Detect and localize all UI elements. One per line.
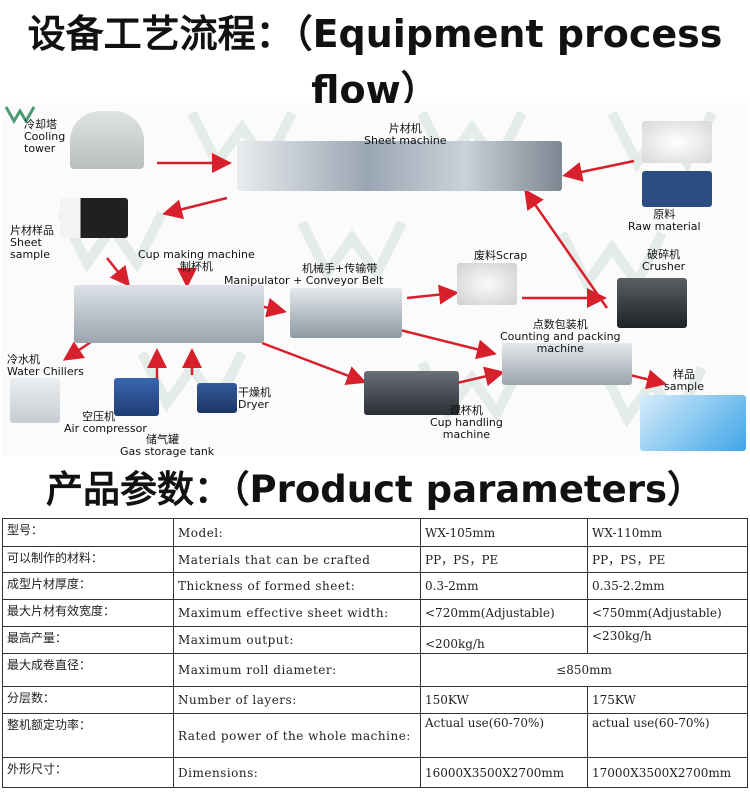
param-label-cn: 成型片材厚度： [2,572,174,600]
crusher-image [617,278,687,328]
sheet-sample-image [60,198,128,238]
title-line-1: 设备工艺流程：（Equipment process [27,12,723,56]
page-title: 设备工艺流程：（Equipment process flow） [0,6,750,118]
water-chiller-image [10,378,60,423]
param-value-a: Actual use(60-70%) [420,713,588,758]
param-label-en: Number of layers: [173,686,421,714]
param-value-a: 16000X3500X2700mm [420,757,588,788]
param-label-en: Maximum effective sheet width: [173,599,421,627]
param-value-a: PP，PS，PE [420,546,588,573]
label-water-chillers: 冷水机 Water Chillers [7,353,84,378]
param-value-a: <720mm(Adjustable) [420,599,588,627]
process-flow-diagram: 冷却塔 Cooling tower 片材机 Sheet machine 原料 R… [2,103,748,458]
sample-image [640,395,746,451]
table-row: 整机额定功率：Rated power of the whole machine:… [2,713,748,758]
param-value-a: 0.3-2mm [420,572,588,600]
param-label-cn: 分层数： [2,686,174,714]
label-cup-making: Cup making machine 制杯机 [138,248,255,273]
label-dryer: 干燥机 Dryer [238,386,271,411]
cup-making-machine-image [74,285,264,343]
cooling-tower-image [70,111,144,169]
param-value-a: 150KW [420,686,588,714]
param-label-en: Rated power of the whole machine: [173,713,421,758]
label-crusher: 破碎机 Crusher [642,248,686,273]
param-value-b: PP，PS，PE [587,546,748,573]
label-sheet-sample: 片材样品 Sheet sample [10,224,54,261]
param-value-b: WX-110mm [587,518,748,547]
raw-material-image-1 [642,121,712,163]
param-label-cn: 最大成卷直径： [2,653,174,687]
param-label-cn: 型号： [2,518,174,547]
param-label-en: Maximum roll diameter: [173,653,421,687]
param-value-a: <200kg/h [420,626,588,654]
param-label-en: Model: [173,518,421,547]
manipulator-image [290,288,402,338]
param-label-cn: 外形尺寸： [2,757,174,788]
label-gas-tank: 储气罐 Gas storage tank [120,433,215,458]
cup-handling-image [364,371,459,415]
param-value-b: 17000X3500X2700mm [587,757,748,788]
table-row: 最大片材有效宽度：Maximum effective sheet width:<… [2,599,748,627]
param-label-cn: 整机额定功率： [2,713,174,758]
label-sheet-machine: 片材机 Sheet machine [364,122,447,147]
param-label-cn: 最高产量： [2,626,174,654]
param-label-cn: 最大片材有效宽度： [2,599,174,627]
param-value: ≤850mm [420,653,748,687]
param-value-a: WX-105mm [420,518,588,547]
param-value-b: <230kg/h [587,626,748,654]
param-value-b: <750mm(Adjustable) [587,599,748,627]
params-title: 产品参数：（Product parameters） [46,468,704,511]
scrap-image [457,263,517,305]
param-label-en: Dimensions: [173,757,421,788]
param-label-en: Thickness of formed sheet: [173,572,421,600]
label-cup-handling: 理杯机 Cup handling machine [430,404,503,441]
param-label-en: Maximum output: [173,626,421,654]
dryer-image [197,383,237,413]
table-row: 最高产量：Maximum output:<200kg/h<230kg/h [2,626,748,654]
raw-material-image-2 [642,171,712,207]
param-value-b: 175KW [587,686,748,714]
label-manipulator: 机械手+传输带 Manipulator + Conveyor Belt [224,262,384,287]
table-row: 最大成卷直径：Maximum roll diameter:≤850mm [2,653,748,687]
label-air-compressor: 空压机 Air compressor [64,410,147,435]
label-sample: 样品 sample [664,368,704,393]
label-counting: 点数包装机 Counting and packing machine [500,318,621,355]
logo-mark [4,106,36,124]
label-cooling-tower: 冷却塔 Cooling tower [24,118,66,155]
param-value-b: 0.35-2.2mm [587,572,748,600]
param-value-b: actual use(60-70%) [587,713,748,758]
label-scrap: 废料Scrap [474,249,528,262]
sheet-machine-image [237,141,562,191]
label-raw-material: 原料 Raw material [628,208,701,233]
param-label-cn: 可以制作的材料： [2,546,174,573]
table-row: 成型片材厚度：Thickness of formed sheet:0.3-2mm… [2,572,748,600]
counting-machine-image [502,343,632,385]
air-compressor-image [114,378,159,416]
param-label-en: Materials that can be crafted [173,546,421,573]
